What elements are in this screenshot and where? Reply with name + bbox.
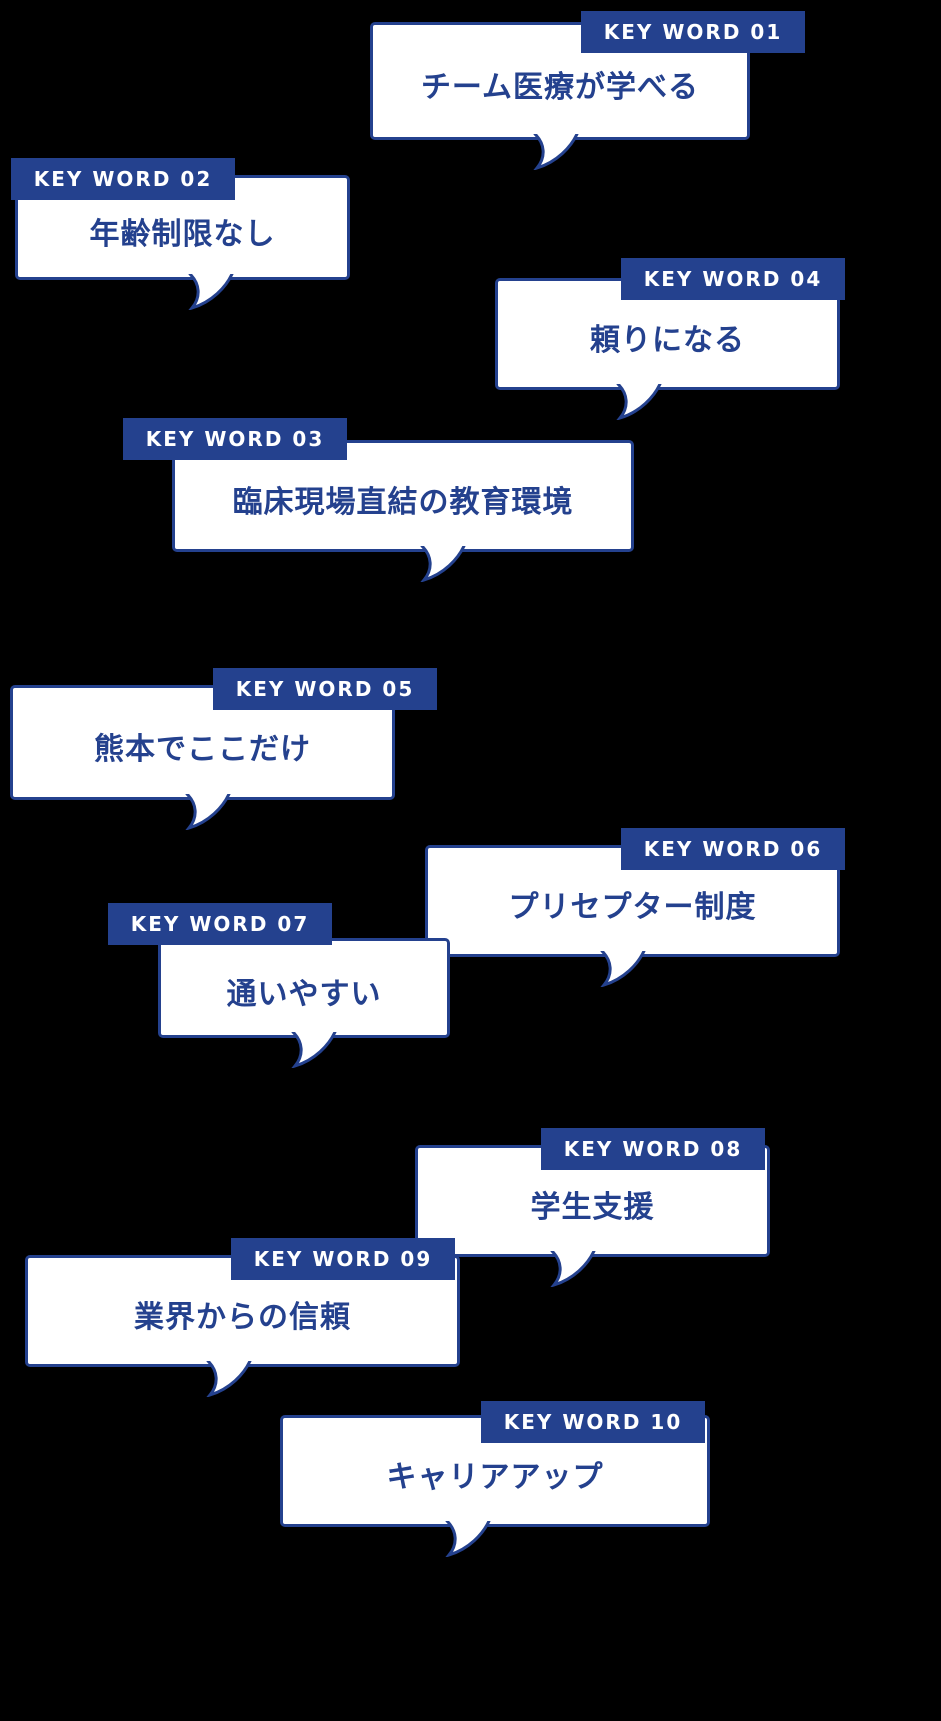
keyword-tag-07: KEY WORD 07	[108, 903, 332, 945]
keyword-bubble-01: KEY WORD 01 チーム医療が学べる	[370, 11, 805, 170]
keyword-text-08: 学生支援	[530, 1190, 655, 1225]
keyword-text-04: 頼りになる	[590, 323, 745, 358]
keyword-bubble-09: KEY WORD 09 業界からの信頼	[25, 1238, 460, 1397]
keyword-text-10: キャリアアップ	[386, 1460, 604, 1495]
keyword-text-02: 年齢制限なし	[89, 216, 276, 252]
keyword-bubble-10: KEY WORD 10 キャリアアップ	[280, 1401, 710, 1557]
keyword-tag-03: KEY WORD 03	[123, 418, 347, 460]
keyword-tag-04: KEY WORD 04	[621, 258, 845, 300]
keyword-text-01: チーム医療が学べる	[420, 70, 700, 105]
keyword-text-05: 熊本でここだけ	[94, 731, 311, 767]
keyword-bubble-08: KEY WORD 08 学生支援	[415, 1128, 770, 1287]
keyword-bubble-06: KEY WORD 06 プリセプター制度	[425, 828, 845, 987]
speech-tail-icon	[445, 1521, 491, 1557]
keyword-text-09: 業界からの信頼	[134, 1300, 351, 1335]
speech-tail-icon	[616, 384, 662, 420]
speech-tail-icon	[533, 134, 579, 170]
keyword-bubble-07: KEY WORD 07 通いやすい	[108, 903, 450, 1068]
speech-tail-icon	[550, 1251, 596, 1287]
keyword-bubble-04: KEY WORD 04 頼りになる	[495, 258, 845, 420]
keyword-text-07: 通いやすい	[226, 977, 382, 1012]
speech-tail-icon	[185, 794, 231, 830]
speech-tail-icon	[600, 951, 646, 987]
keyword-text-03: 臨床現場直結の教育環境	[232, 485, 574, 520]
keyword-tag-06: KEY WORD 06	[621, 828, 845, 870]
speech-tail-icon	[291, 1032, 337, 1068]
speech-tail-icon	[420, 546, 466, 582]
keyword-text-06: プリセプター制度	[508, 890, 757, 925]
keyword-tag-01: KEY WORD 01	[581, 11, 805, 53]
keyword-bubble-05: KEY WORD 05 熊本でここだけ	[10, 668, 437, 830]
keyword-bubble-03: KEY WORD 03 臨床現場直結の教育環境	[123, 418, 634, 582]
keyword-bubble-02: KEY WORD 02 年齢制限なし	[11, 158, 350, 310]
keyword-tag-02: KEY WORD 02	[11, 158, 235, 200]
keyword-tag-09: KEY WORD 09	[231, 1238, 455, 1280]
keyword-tag-08: KEY WORD 08	[541, 1128, 765, 1170]
speech-tail-icon	[188, 274, 234, 310]
keyword-tag-05: KEY WORD 05	[213, 668, 437, 710]
speech-tail-icon	[206, 1361, 252, 1397]
keyword-tag-10: KEY WORD 10	[481, 1401, 705, 1443]
